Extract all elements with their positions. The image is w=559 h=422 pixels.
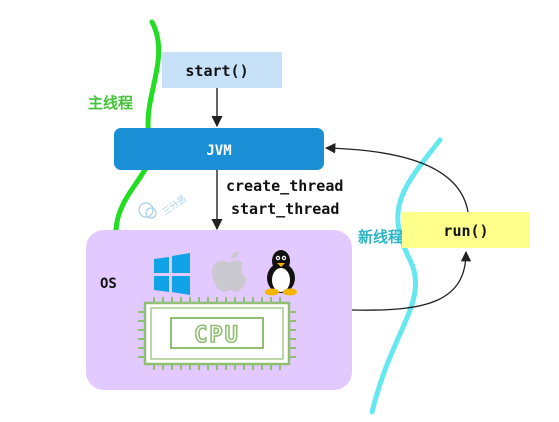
arrow-os-to-run: [351, 250, 472, 311]
new-thread-line: [369, 137, 443, 415]
watermark-text: 三分恶: [160, 193, 188, 218]
start-thread-label: start_thread: [231, 200, 339, 218]
apple-icon: [212, 251, 247, 292]
cpu-label: CPU: [194, 323, 240, 348]
create-thread-label: create_thread: [226, 177, 343, 195]
watermark: 三分恶: [138, 193, 189, 219]
start-label: start(): [185, 62, 248, 80]
jvm-box: [114, 128, 324, 170]
main-thread-label: 主线程: [88, 94, 133, 112]
cpu-chip-icon: CPU: [138, 297, 296, 370]
jvm-label: JVM: [206, 143, 231, 159]
main-thread-line: [113, 19, 162, 233]
new-thread-label: 新线程: [358, 228, 403, 246]
start-box: [162, 52, 282, 88]
arrow-run-to-jvm: [324, 143, 469, 213]
os-label: OS: [100, 276, 117, 292]
windows-icon: [154, 253, 190, 295]
run-label: run(): [443, 222, 488, 240]
watermark-icon: [138, 202, 154, 218]
linux-penguin-icon: [265, 250, 297, 296]
run-box: [402, 212, 530, 248]
